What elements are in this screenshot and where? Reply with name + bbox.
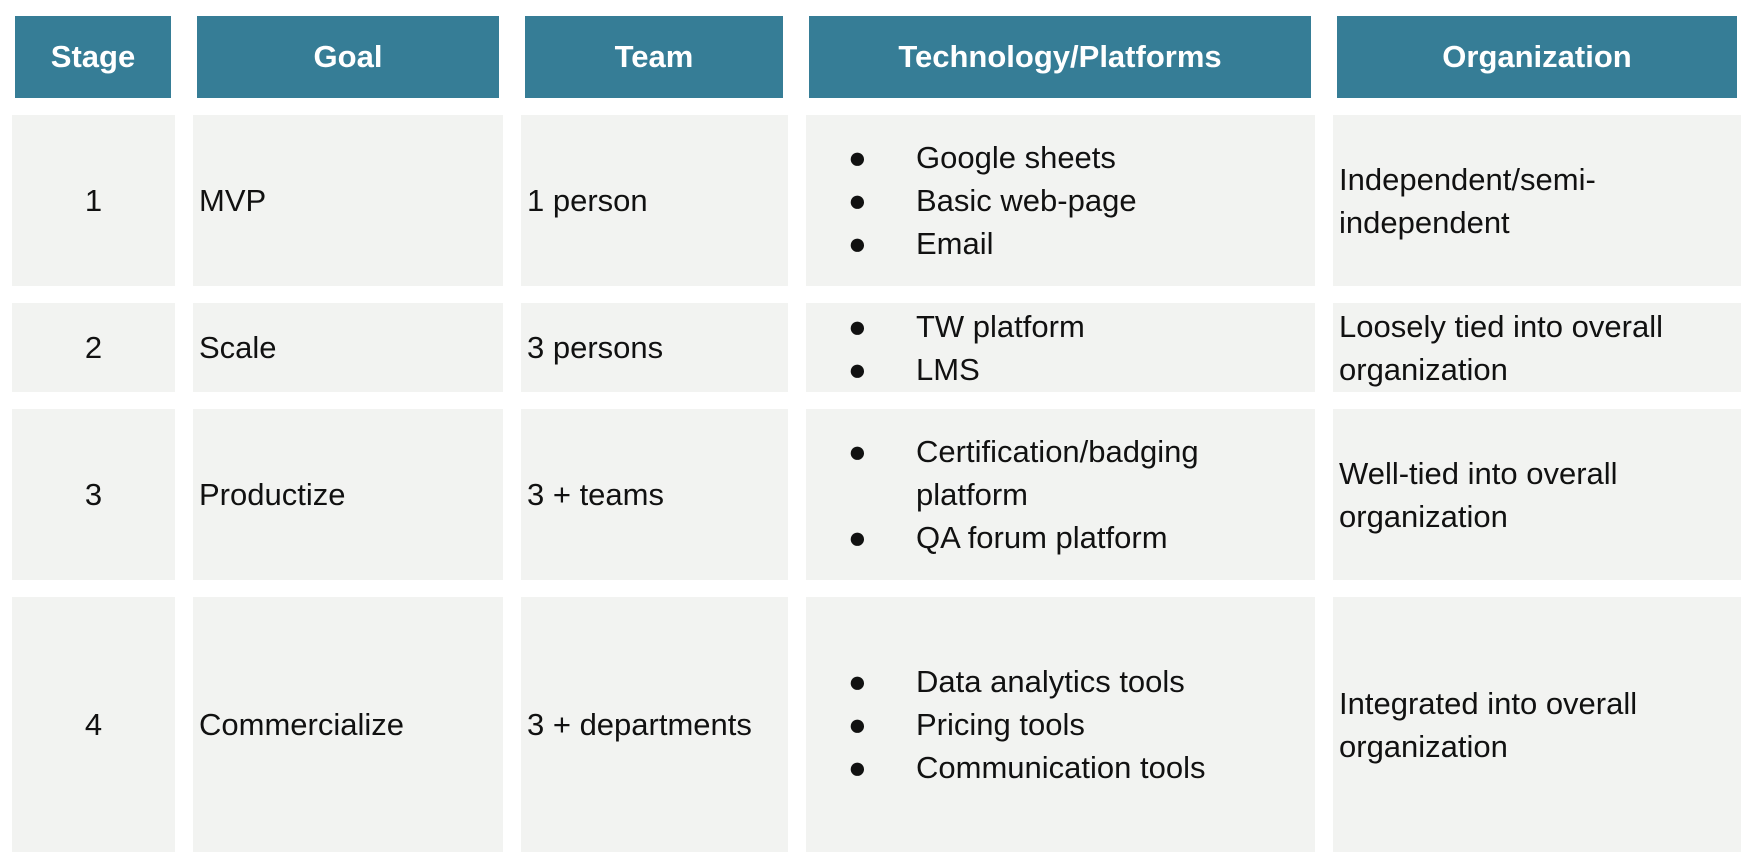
tech-list-item: ● Basic web-page [806, 179, 1147, 222]
tech-item-text: Communication tools [916, 750, 1206, 785]
bullet-icon: ● [848, 140, 867, 175]
tech-item-text: LMS [916, 351, 980, 387]
organization-cell: Independent/semi- independent [1333, 115, 1741, 286]
tech-cell: ● Data analytics tools ● Pricing tools ● Co… [806, 597, 1315, 852]
stage-number: 3 [84, 477, 103, 512]
bullet-icon: ● [848, 351, 867, 387]
tech-cell: ● Certification/badging platform ● QA foru… [806, 409, 1315, 580]
goal-text: Scale [199, 330, 277, 365]
tech-list-item: ● Pricing tools [806, 703, 1215, 746]
bullet-icon: ● [848, 183, 867, 218]
tech-item-text: Google sheets [916, 140, 1116, 175]
organization-text: Loosely tied into overall organization [1339, 308, 1663, 387]
tech-cell: ● TW platform ● LMS [806, 303, 1315, 392]
team-text: 3 + departments [527, 707, 752, 742]
tech-item-text: TW platform [916, 308, 1085, 344]
goal-cell: MVP [193, 115, 503, 286]
team-text: 3 persons [527, 330, 664, 365]
organization-cell: Loosely tied into overall organization [1333, 303, 1741, 392]
goal-text: Commercialize [199, 707, 404, 742]
tech-item-text: Certification/badging platform [916, 434, 1199, 512]
tech-item-text: Basic web-page [916, 183, 1137, 218]
header-organization: Organization [1337, 16, 1737, 98]
tech-list: ● Certification/badging platform ● QA foru… [806, 430, 1315, 559]
team-text: 1 person [527, 183, 648, 218]
tech-list-item: ● Google sheets [806, 136, 1147, 179]
stage-cell: 3 [12, 409, 175, 580]
stage-cell: 1 [12, 115, 175, 286]
bullet-icon: ● [848, 226, 867, 261]
team-cell: 3 + departments [521, 597, 788, 852]
tech-list-item: ● QA forum platform [806, 516, 1315, 559]
tech-list-item: ● TW platform [806, 305, 1095, 348]
organization-cell: Well-tied into overall organization [1333, 409, 1741, 580]
organization-text: Independent/semi- independent [1339, 161, 1596, 240]
goal-cell: Productize [193, 409, 503, 580]
tech-item-text: Email [916, 226, 994, 261]
stage-number: 2 [84, 330, 103, 365]
tech-list-item: ● LMS [806, 348, 1095, 391]
goal-cell: Scale [193, 303, 503, 392]
tech-list: ● Google sheets ● Basic web-page ● Email [806, 136, 1147, 265]
tech-item-text: Pricing tools [916, 707, 1085, 742]
tech-list: ● TW platform ● LMS [806, 305, 1095, 391]
team-cell: 3 + teams [521, 409, 788, 580]
organization-cell: Integrated into overall organization [1333, 597, 1741, 852]
goal-text: MVP [199, 183, 267, 218]
team-cell: 1 person [521, 115, 788, 286]
tech-list-item: ● Certification/badging platform [806, 430, 1315, 516]
bullet-icon: ● [848, 707, 867, 742]
stage-number: 1 [84, 183, 103, 218]
tech-item-text: Data analytics tools [916, 664, 1185, 699]
organization-text: Well-tied into overall organization [1339, 455, 1618, 534]
header-stage: Stage [15, 16, 171, 98]
tech-item-text: QA forum platform [916, 520, 1168, 555]
team-cell: 3 persons [521, 303, 788, 392]
tech-list-item: ● Email [806, 222, 1147, 265]
bullet-icon: ● [848, 520, 867, 555]
header-goal: Goal [197, 16, 499, 98]
team-text: 3 + teams [527, 477, 664, 512]
header-technology-platforms: Technology/Platforms [809, 16, 1311, 98]
tech-cell: ● Google sheets ● Basic web-page ● Email [806, 115, 1315, 286]
goal-text: Productize [199, 477, 346, 512]
bullet-icon: ● [848, 664, 867, 699]
tech-list: ● Data analytics tools ● Pricing tools ● Co… [806, 660, 1215, 789]
bullet-icon: ● [848, 434, 867, 469]
tech-list-item: ● Communication tools [806, 746, 1215, 789]
goal-cell: Commercialize [193, 597, 503, 852]
organization-text: Integrated into overall organization [1339, 685, 1638, 764]
stage-cell: 2 [12, 303, 175, 392]
header-team: Team [525, 16, 783, 98]
stage-cell: 4 [12, 597, 175, 852]
tech-list-item: ● Data analytics tools [806, 660, 1215, 703]
stage-number: 4 [84, 707, 103, 742]
bullet-icon: ● [848, 308, 867, 344]
bullet-icon: ● [848, 750, 867, 785]
